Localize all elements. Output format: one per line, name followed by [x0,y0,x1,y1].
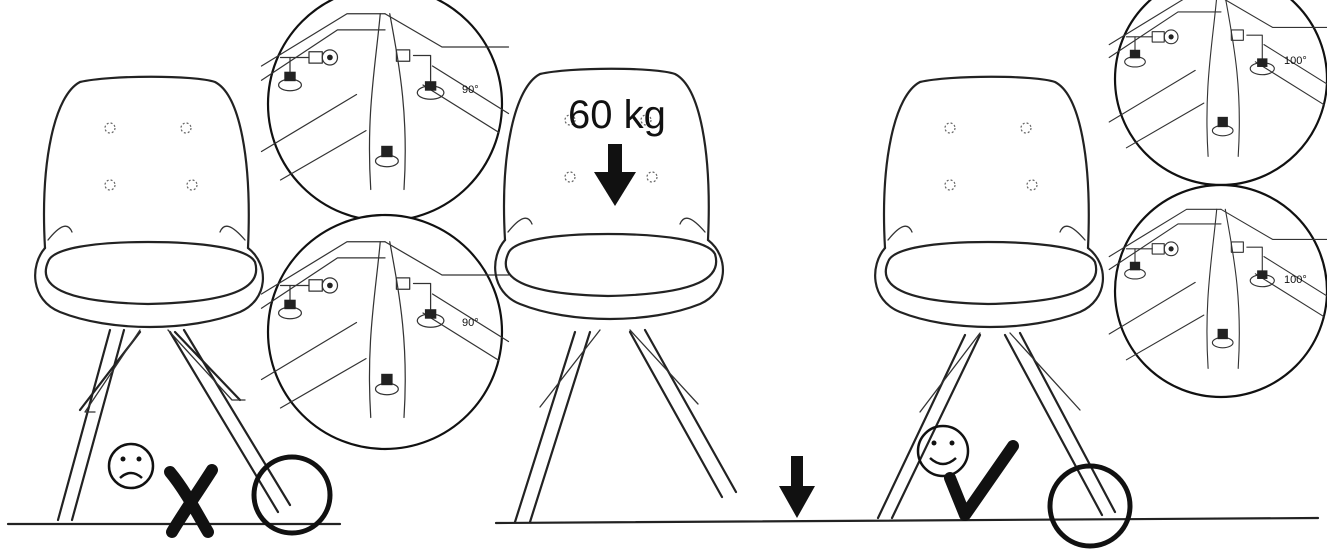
contact-highlight-circle [1047,463,1133,549]
floor-line-right [494,516,1320,525]
chair-under-load [494,67,738,524]
angle-label-before-bottom: 90° [462,317,479,329]
detail-circle-after-top: 100° [1108,0,1327,187]
detail-circle-before-top: 90° [260,0,510,223]
cross-mark-icon [164,464,218,538]
chair-before-adjustment [34,75,292,522]
check-mark-icon [944,440,1019,521]
detail-circle-before-bottom: 90° [260,213,510,451]
angle-label-before-top: 90° [462,84,479,96]
angle-label-after-top: 100° [1284,55,1307,67]
sad-face-icon [107,442,155,490]
angle-label-after-bottom: 100° [1284,274,1307,286]
load-arrow-icon [594,144,636,206]
down-arrow-icon [779,456,815,518]
chair-after-adjustment [874,75,1117,520]
gap-highlight-circle [251,454,333,536]
detail-circle-after-bottom: 100° [1108,183,1327,399]
load-label: 60 kg [568,93,666,137]
happy-face-icon [916,424,970,478]
